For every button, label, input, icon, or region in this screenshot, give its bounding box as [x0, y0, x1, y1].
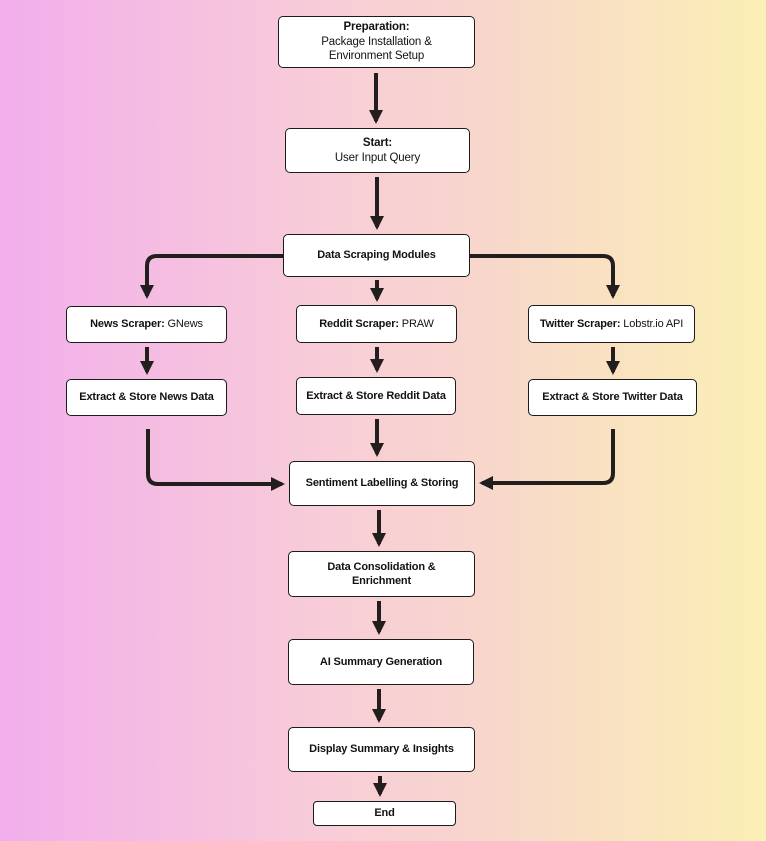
node-end-label: End [374, 807, 395, 820]
arrow-scraping-to-twitter [470, 254, 620, 299]
node-ai-summary-generation: AI Summary Generation [288, 639, 474, 685]
node-twitter-scraper: Twitter Scraper: Lobstr.io API [528, 305, 695, 343]
arrow-scraping-to-news [140, 254, 283, 299]
node-reddit-scraper: Reddit Scraper: PRAW [296, 305, 457, 343]
node-ai-summary-generation-label: AI Summary Generation [319, 655, 443, 668]
arrow-extract-twitter-to-sentiment [479, 429, 615, 490]
node-twitter-scraper-label: Twitter Scraper: Lobstr.io API [539, 317, 684, 330]
node-data-scraping-modules: Data Scraping Modules [283, 234, 470, 277]
node-sentiment-labelling-storing: Sentiment Labelling & Storing [289, 461, 475, 506]
node-end: End [313, 801, 456, 826]
node-preparation-body: Package Installation & Environment Setup [321, 35, 432, 63]
node-extract-store-reddit-data: Extract & Store Reddit Data [296, 377, 456, 415]
node-preparation: Preparation: Package Installation & Envi… [278, 16, 475, 68]
node-extract-store-twitter-data-label: Extract & Store Twitter Data [542, 391, 683, 404]
node-start-body: User Input Query [334, 151, 421, 164]
node-extract-store-twitter-data: Extract & Store Twitter Data [528, 379, 697, 416]
node-data-scraping-modules-label: Data Scraping Modules [317, 249, 436, 262]
node-data-consolidation-enrichment: Data Consolidation & Enrichment [288, 551, 475, 597]
node-news-scraper: News Scraper: GNews [66, 306, 227, 343]
node-data-consolidation-enrichment-label: Data Consolidation & Enrichment [327, 560, 436, 587]
node-display-summary-insights-label: Display Summary & Insights [309, 743, 454, 756]
node-extract-store-news-data-label: Extract & Store News Data [79, 391, 214, 404]
node-extract-store-news-data: Extract & Store News Data [66, 379, 227, 416]
node-preparation-title: Preparation: [343, 20, 410, 33]
node-start-title: Start: [362, 136, 393, 149]
node-display-summary-insights: Display Summary & Insights [288, 727, 475, 772]
node-start: Start: User Input Query [285, 128, 470, 173]
node-sentiment-labelling-storing-label: Sentiment Labelling & Storing [305, 477, 459, 490]
node-news-scraper-label: News Scraper: GNews [90, 318, 203, 331]
node-extract-store-reddit-data-label: Extract & Store Reddit Data [306, 389, 446, 402]
arrow-extract-news-to-sentiment [146, 429, 285, 491]
node-reddit-scraper-label: Reddit Scraper: PRAW [319, 317, 434, 330]
